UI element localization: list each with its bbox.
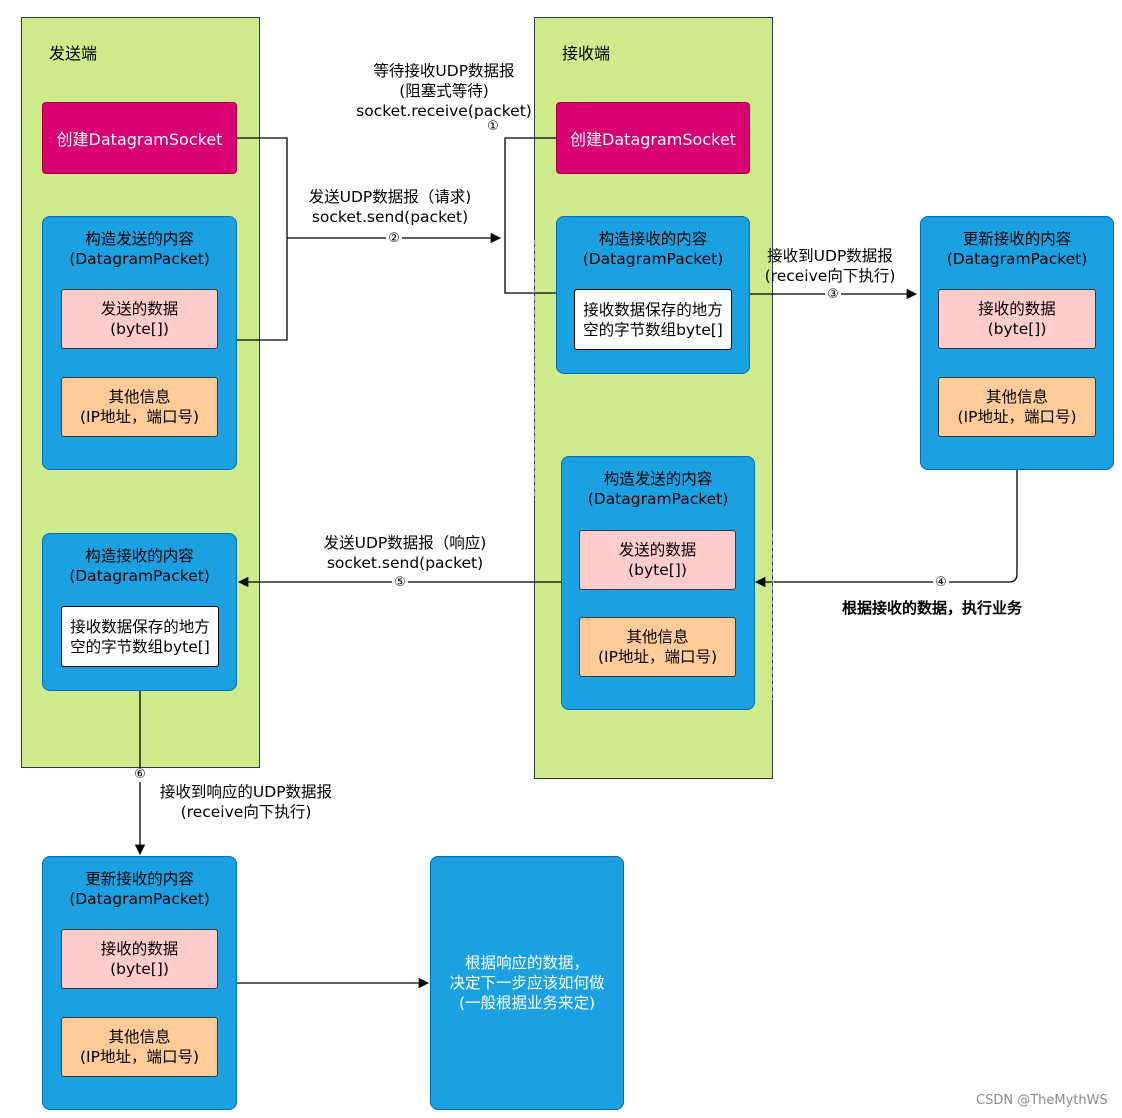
receiver-lane-title: 接收端: [562, 44, 611, 63]
send-response-label: 发送UDP数据报（响应) socket.send(packet): [323, 534, 487, 572]
sender-send-info-box: 其他信息 (IP地址，端口号): [61, 377, 218, 437]
receiver-send-data-box: 发送的数据 (byte[]): [579, 530, 736, 590]
sender-recv-buffer-box: 接收数据保存的地方 空的字节数组byte[]: [61, 606, 219, 667]
sender-create-socket-box: 创建DatagramSocket: [42, 102, 237, 174]
sender-send-data-box: 发送的数据 (byte[]): [61, 289, 218, 349]
sender-recv-packet-title: 构造接收的内容 (DatagramPacket): [69, 547, 210, 585]
wait-receive-label: 等待接收UDP数据报 (阻塞式等待) socket.receive(packet…: [356, 62, 532, 120]
receive-bracket-line: [504, 137, 556, 294]
business-arrow: [754, 470, 1018, 588]
step-1-marker: ①: [485, 120, 501, 134]
step-5-marker: ⑤: [392, 576, 408, 590]
receiver-create-socket-box: 创建DatagramSocket: [556, 102, 750, 174]
server-received-info-box: 其他信息 (IP地址，端口号): [938, 377, 1096, 437]
receiver-recv-packet-title: 构造接收的内容 (DatagramPacket): [582, 230, 724, 268]
received-request-label: 接收到UDP数据报 (receive向下执行): [764, 247, 896, 285]
step-6-marker: ⑥: [132, 768, 148, 782]
final-decision-box: 根据响应的数据， 决定下一步应该如何做 (一般根据业务来定): [430, 856, 624, 1110]
step-4-marker: ④: [933, 576, 949, 590]
watermark: CSDN @TheMythWS: [976, 1093, 1108, 1108]
business-note: 根据接收的数据，执行业务: [842, 599, 1023, 617]
client-received-info-box: 其他信息 (IP地址，端口号): [61, 1017, 218, 1077]
sender-send-packet-title: 构造发送的内容 (DatagramPacket): [69, 230, 210, 268]
client-updated-packet-title: 更新接收的内容 (DatagramPacket): [69, 870, 210, 908]
server-received-data-box: 接收的数据 (byte[]): [938, 289, 1096, 349]
sender-lane-title: 发送端: [49, 44, 98, 63]
step-2-marker: ②: [386, 232, 402, 246]
receiver-recv-buffer-box: 接收数据保存的地方 空的字节数组byte[]: [574, 289, 732, 350]
client-received-data-box: 接收的数据 (byte[]): [61, 929, 218, 989]
receiver-send-info-box: 其他信息 (IP地址，端口号): [579, 617, 736, 677]
request-bracket-line: [237, 137, 288, 341]
server-updated-packet-title: 更新接收的内容 (DatagramPacket): [946, 230, 1088, 268]
received-response-label: 接收到响应的UDP数据报 (receive向下执行): [159, 783, 333, 821]
send-request-label: 发送UDP数据报（请求) socket.send(packet): [308, 188, 472, 226]
step-3-marker: ③: [825, 288, 841, 302]
receiver-send-packet-title: 构造发送的内容 (DatagramPacket): [587, 470, 729, 508]
